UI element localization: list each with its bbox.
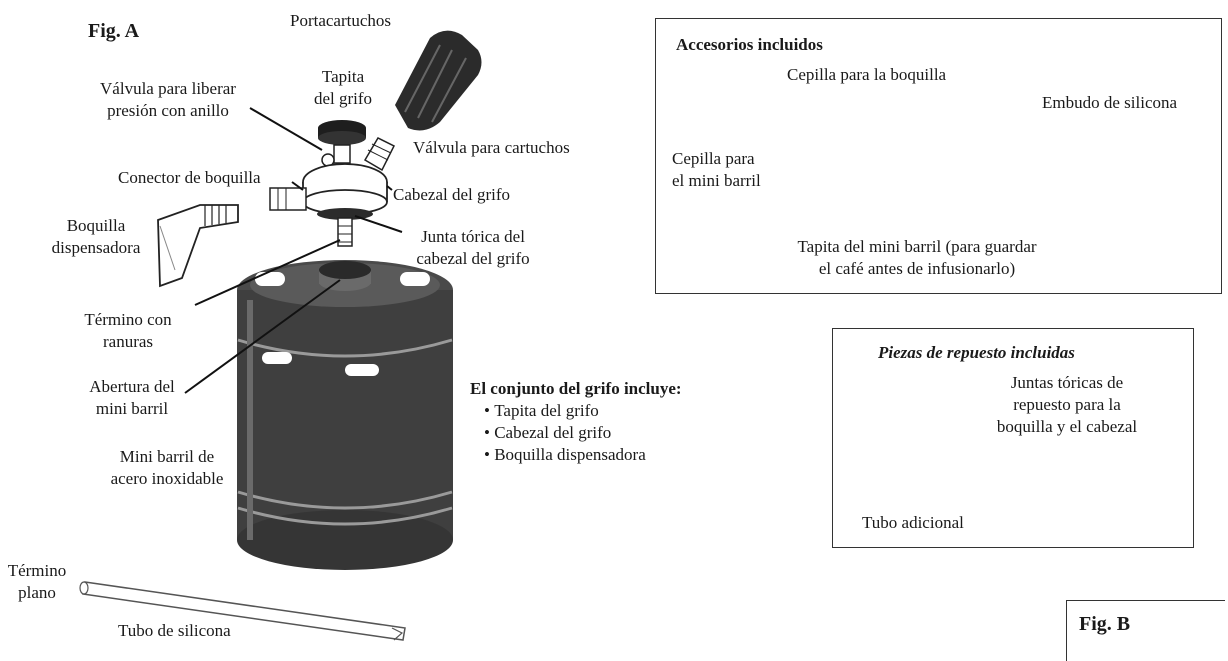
label-tubo-adicional: Tubo adicional xyxy=(862,513,964,532)
repuesto-title: Piezas de repuesto incluidas xyxy=(878,343,1075,362)
keg-illustration xyxy=(237,260,453,570)
label-boquilla: Boquilla dispensadora xyxy=(51,216,141,257)
cartridge-holder-illustration xyxy=(395,30,482,131)
fig-b-title: Fig. B xyxy=(1079,613,1131,635)
label-junta-torica: Junta tórica del cabezal del grifo xyxy=(416,227,530,268)
label-cabezal-grifo: Cabezal del grifo xyxy=(393,185,511,204)
label-mini-barril: Mini barril de acero inoxidable xyxy=(110,447,224,488)
silicone-tube-illustration xyxy=(79,581,406,641)
repuesto-box xyxy=(832,328,1194,548)
label-valvula-liberar: Válvula para liberar presión con anillo xyxy=(100,79,236,120)
label-valvula-cartuchos: Válvula para cartuchos xyxy=(413,138,570,157)
conjunto-item: Tapita del grifo xyxy=(484,400,682,422)
conjunto-item: Cabezal del grifo xyxy=(484,422,682,444)
label-abertura: Abertura del mini barril xyxy=(89,377,175,418)
label-cepilla-boquilla: Cepilla para la boquilla xyxy=(787,65,947,84)
label-tapita-grifo: Tapita del grifo xyxy=(313,67,373,108)
label-tubo-silicona: Tubo de silicona xyxy=(118,621,231,640)
label-juntas: Juntas tóricas de repuesto para la boqui… xyxy=(996,373,1138,436)
conjunto-list: Tapita del grifo Cabezal del grifo Boqui… xyxy=(484,400,682,466)
label-termino-ranuras: Término con ranuras xyxy=(84,310,172,351)
label-cepilla-barril: Cepilla para el mini barril xyxy=(672,149,761,190)
tap-cap-illustration xyxy=(318,120,366,145)
conjunto-item: Boquilla dispensadora xyxy=(484,444,682,466)
label-conector-boquilla: Conector de boquilla xyxy=(118,168,261,187)
accesorios-box xyxy=(655,18,1222,294)
dispensing-nozzle-illustration xyxy=(157,204,239,288)
label-tapita-barril: Tapita del mini barril (para guardar el … xyxy=(797,237,1037,278)
label-embudo: Embudo de silicona xyxy=(1042,93,1178,112)
conjunto-block: El conjunto del grifo incluye: Tapita de… xyxy=(470,378,682,466)
label-termino-plano: Término plano xyxy=(7,561,67,602)
label-portacartuchos: Portacartuchos xyxy=(290,11,392,30)
accesorios-title: Accesorios incluidos xyxy=(676,35,823,54)
tap-head-illustration xyxy=(269,137,396,247)
conjunto-title: El conjunto del grifo incluye: xyxy=(470,379,682,398)
leader-lines xyxy=(184,107,403,394)
fig-a-title: Fig. A xyxy=(88,20,140,42)
